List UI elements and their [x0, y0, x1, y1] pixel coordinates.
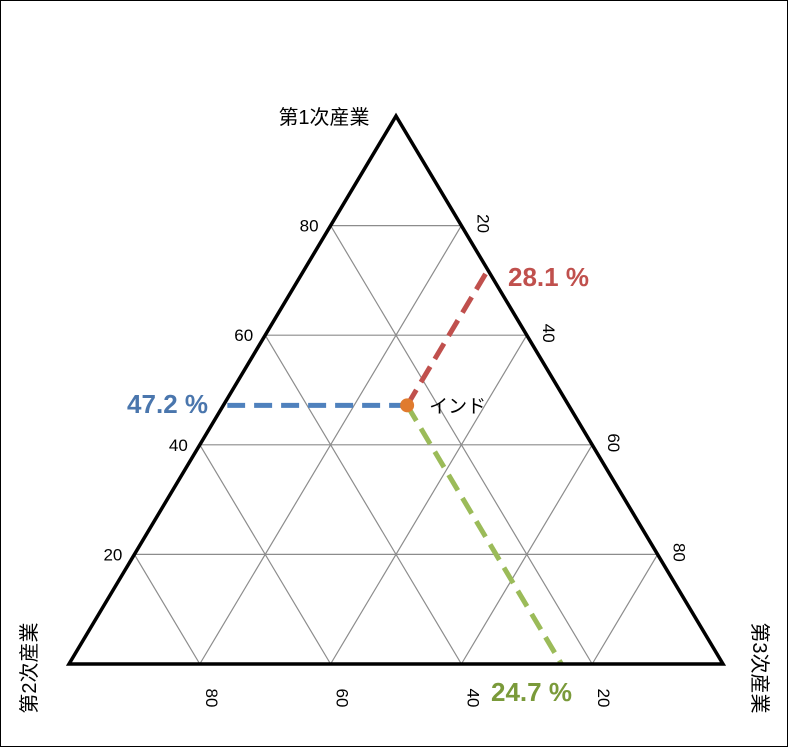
bottom-tick-label: 40	[463, 689, 482, 708]
triangle-outline	[65, 112, 727, 666]
bottom-tick-label: 20	[594, 689, 613, 708]
grid-lines	[133, 225, 659, 665]
primary-value-label: 47.2 %	[127, 389, 208, 419]
left-tick-label: 40	[169, 436, 188, 455]
right-tick-label: 40	[539, 324, 558, 343]
grid-line	[199, 444, 332, 665]
grid-line	[133, 554, 201, 665]
grid-line	[591, 554, 659, 665]
left-tick-label: 60	[234, 326, 253, 345]
left-tick-label: 80	[300, 217, 319, 236]
corner-label-primary: 第1次産業	[278, 106, 369, 129]
tertiary-guide-line	[404, 268, 491, 407]
secondary-guide-line	[404, 404, 564, 666]
bottom-tick-label: 80	[202, 689, 221, 708]
corner-label-secondary: 第2次産業	[18, 622, 41, 713]
data-point-label: インド	[429, 396, 486, 417]
bottom-tick-label: 60	[333, 689, 352, 708]
guide-lines	[227, 268, 564, 666]
corner-label-tertiary: 第3次産業	[748, 622, 771, 713]
tick-labels: 20 40 60 80 20 40 60 80 80 60 40 20	[103, 214, 688, 707]
data-points: インド	[400, 396, 486, 417]
grid-line	[264, 334, 462, 665]
right-tick-label: 80	[670, 543, 689, 562]
right-tick-label: 20	[473, 214, 492, 233]
data-point	[400, 398, 415, 413]
left-tick-label: 20	[103, 545, 122, 564]
right-tick-label: 60	[604, 433, 623, 452]
tertiary-value-label: 28.1 %	[508, 262, 589, 292]
grid-line	[460, 444, 593, 665]
secondary-value-label: 24.7 %	[491, 677, 572, 707]
grid-line	[330, 334, 528, 665]
